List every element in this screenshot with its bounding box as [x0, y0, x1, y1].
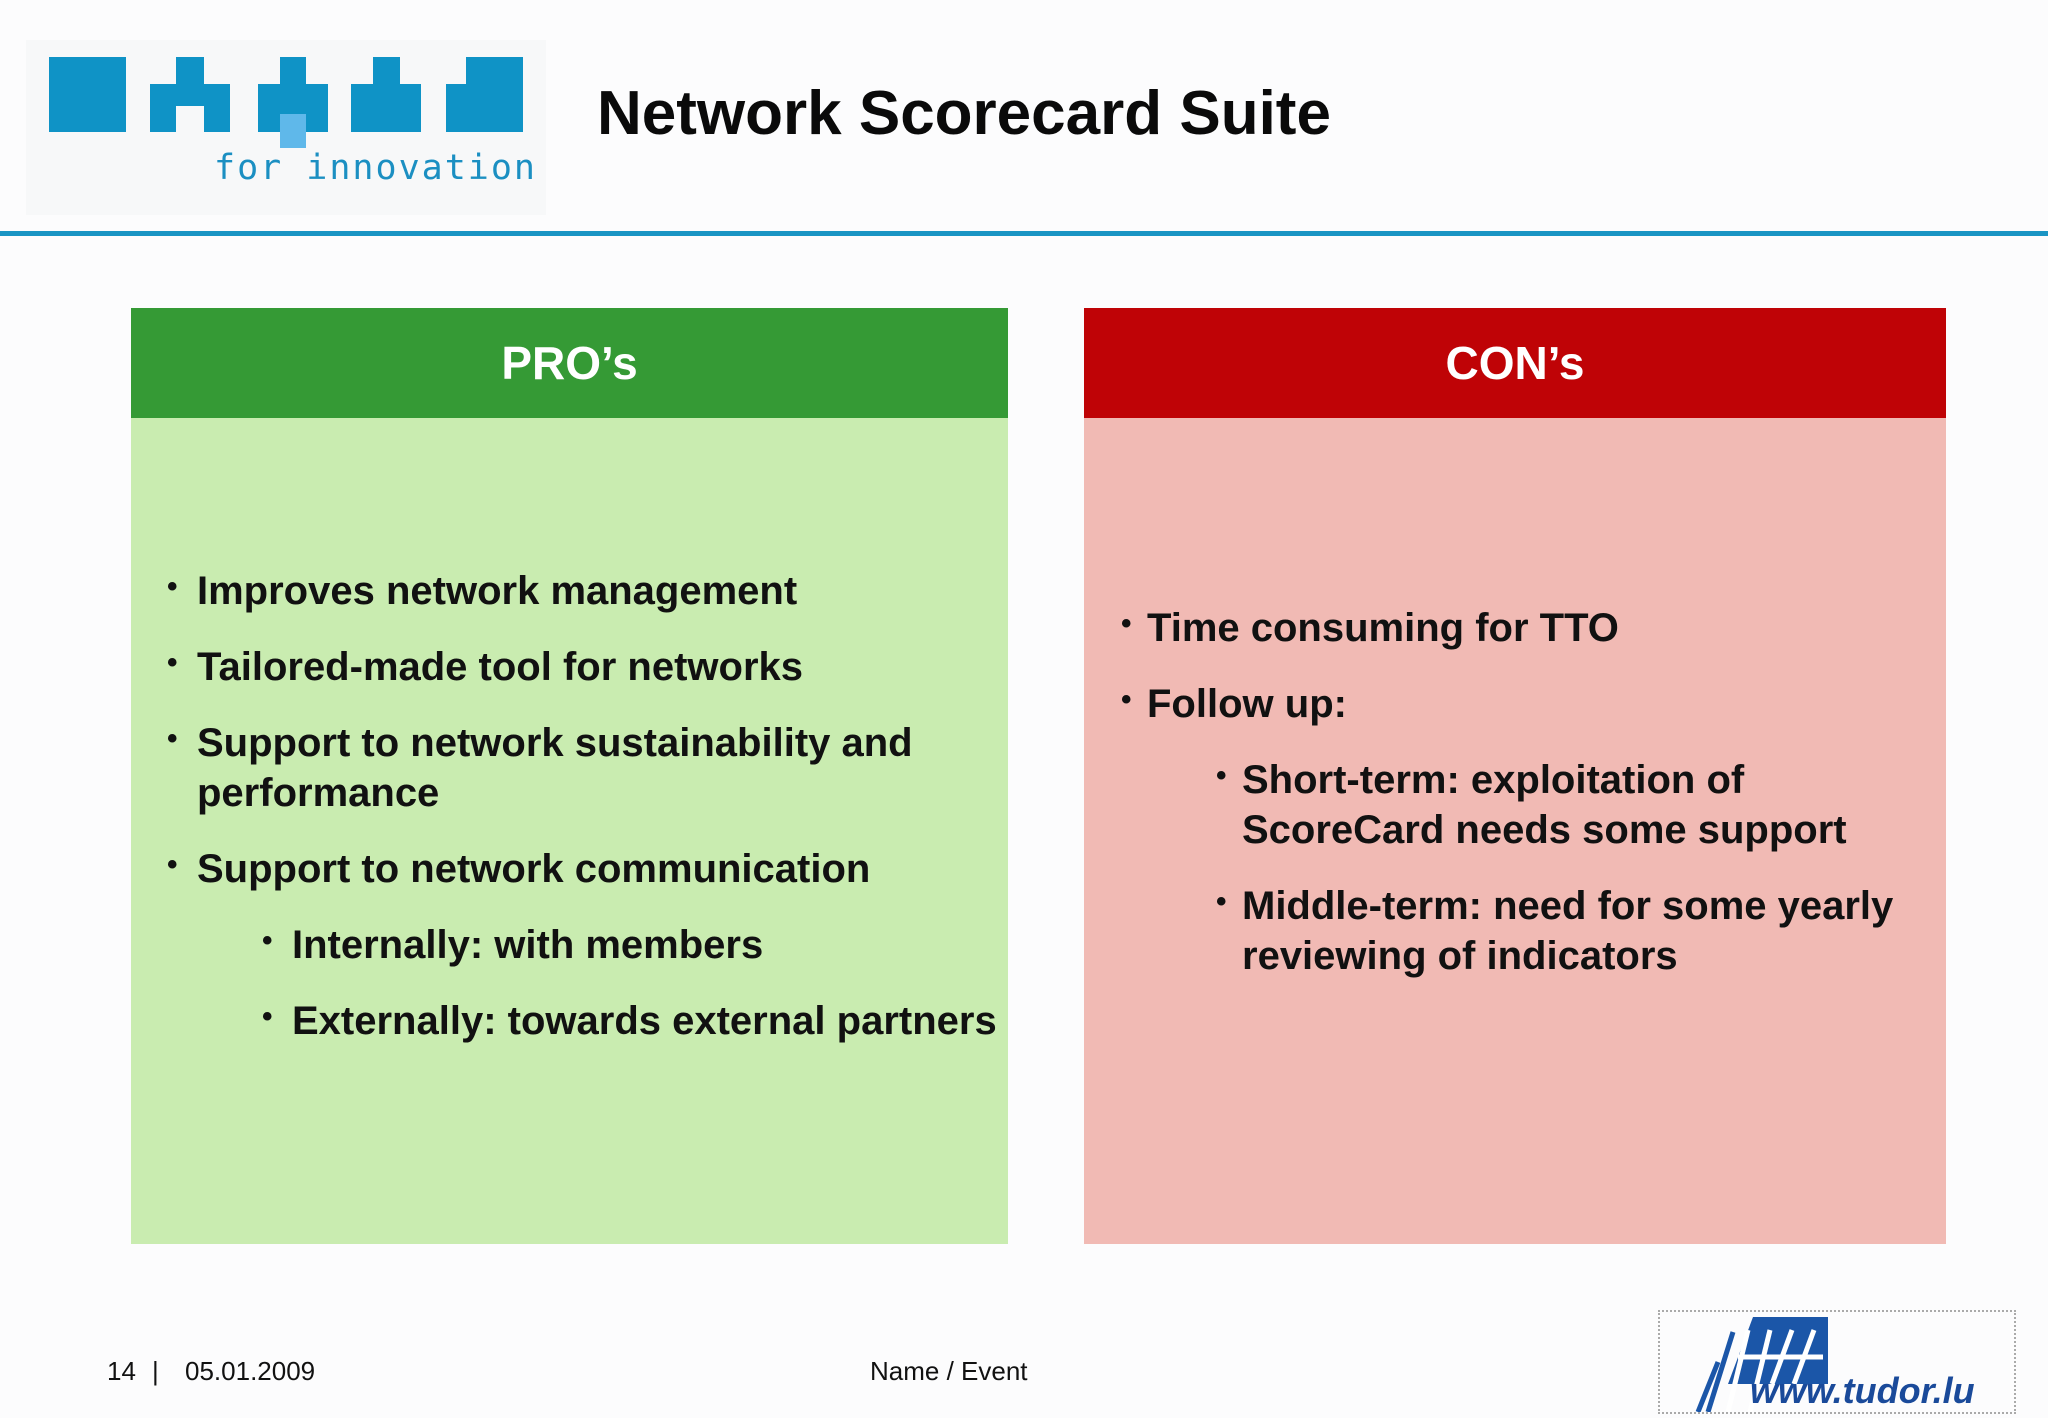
- page-number: 14: [107, 1356, 136, 1386]
- footer-separator: |: [152, 1356, 159, 1386]
- cons-list: • Time consuming for TTO • Follow up: • Sho…: [1084, 603, 1946, 1007]
- pros-body: • Improves network management • Tailored-m…: [131, 418, 1008, 1244]
- list-item-text: Tailored-made tool for networks: [197, 645, 803, 689]
- list-subitem: • Externally: towards external partners: [131, 996, 1008, 1046]
- bullet-icon: •: [262, 1000, 273, 1033]
- bullet-icon: •: [1216, 759, 1227, 792]
- bullet-icon: •: [262, 924, 273, 957]
- tudor-emblem-icon: [1695, 1317, 1828, 1412]
- logo-blocks-icon: [49, 57, 523, 148]
- list-item-text: Internally: with members: [292, 923, 764, 967]
- bullet-icon: •: [167, 848, 178, 881]
- pros-list: • Improves network management • Tailored-m…: [131, 566, 1008, 1072]
- pros-heading: PRO’s: [131, 308, 1008, 418]
- list-item-text: Improves network management: [197, 569, 798, 613]
- cons-body: • Time consuming for TTO • Follow up: • Sho…: [1084, 418, 1946, 1244]
- page-title: Network Scorecard Suite: [597, 79, 1331, 148]
- bullet-icon: •: [167, 646, 178, 679]
- tudor-url: www.tudor.lu: [1750, 1370, 1975, 1411]
- tudor-logo: www.tudor.lu: [1658, 1310, 2016, 1414]
- bullet-icon: •: [1121, 683, 1132, 716]
- logo-tagline: for innovation: [214, 148, 538, 188]
- footer-event: Name / Event: [870, 1356, 1028, 1386]
- logo-for-innovation: for innovation: [26, 40, 546, 215]
- list-item: • Improves network management: [131, 566, 1008, 616]
- bullet-icon: •: [1121, 607, 1132, 640]
- list-item: • Follow up:: [1084, 679, 1946, 729]
- list-item-text: Support to network communication: [197, 847, 871, 891]
- cons-heading: CON’s: [1084, 308, 1946, 418]
- list-item-text: Middle-term: need for some yearly review…: [1242, 884, 1894, 978]
- list-item-text: Externally: towards external partners: [292, 999, 997, 1043]
- bullet-icon: •: [167, 722, 178, 755]
- list-subitem: • Short-term: exploitation of ScoreCard n…: [1084, 755, 1946, 855]
- list-item: • Support to network sustainability and p…: [131, 718, 1008, 818]
- list-item: • Tailored-made tool for networks: [131, 642, 1008, 692]
- list-subitem: • Internally: with members: [131, 920, 1008, 970]
- list-item-text: Support to network sustainability and pe…: [197, 721, 913, 815]
- list-item: • Time consuming for TTO: [1084, 603, 1946, 653]
- list-item-text: Short-term: exploitation of ScoreCard ne…: [1242, 758, 1847, 852]
- list-item-text: Follow up:: [1147, 682, 1347, 726]
- cons-panel: CON’s • Time consuming for TTO • Follow up…: [1084, 308, 1946, 1244]
- footer-date: 05.01.2009: [185, 1356, 316, 1386]
- pros-panel: PRO’s • Improves network management • Tail…: [131, 308, 1008, 1244]
- bullet-icon: •: [1216, 885, 1227, 918]
- header-divider: [0, 231, 2048, 236]
- list-item: • Support to network communication: [131, 844, 1008, 894]
- list-subitem: • Middle-term: need for some yearly revie…: [1084, 881, 1946, 981]
- list-item-text: Time consuming for TTO: [1147, 606, 1619, 650]
- bullet-icon: •: [167, 570, 178, 603]
